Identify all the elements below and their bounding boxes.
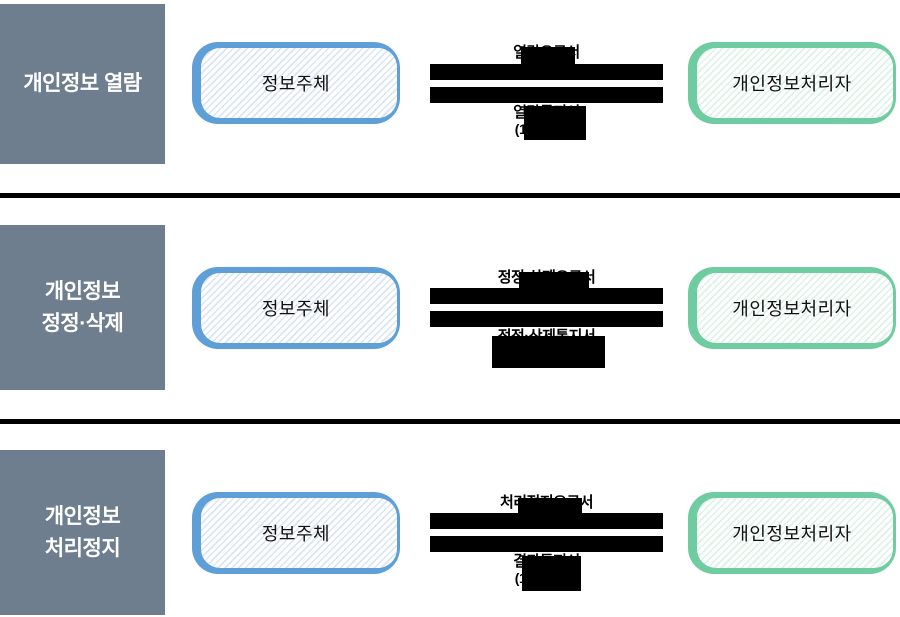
processor-box: 개인정보처리자 xyxy=(688,42,896,124)
processor-box: 개인정보처리자 xyxy=(688,267,896,349)
data-subject-box: 정보주체 xyxy=(192,267,400,349)
data-subject-box: 정보주체 xyxy=(192,492,400,574)
processor-label: 개인정보처리자 xyxy=(732,74,852,94)
redaction-box xyxy=(518,498,582,515)
row-separator xyxy=(0,419,900,424)
response-arrow-bar xyxy=(430,87,663,103)
redaction-box xyxy=(524,106,586,140)
redaction-box xyxy=(521,47,575,66)
category-label-line1: 개인정보 열람 xyxy=(23,72,142,96)
hatch-fill xyxy=(697,498,893,568)
redaction-box xyxy=(492,336,605,368)
data-subject-label: 정보주체 xyxy=(261,299,331,319)
response-arrow-bar xyxy=(430,311,663,327)
hatch-fill xyxy=(697,48,893,118)
category-label-line2: 처리정지 xyxy=(44,536,121,560)
category-label-line2: 정정·삭제 xyxy=(41,311,124,335)
hatch-fill xyxy=(201,498,397,568)
hatch-fill xyxy=(201,48,397,118)
data-subject-label: 정보주체 xyxy=(261,74,331,94)
category-box-suspension: 개인정보 처리정지 xyxy=(0,450,165,615)
redaction-box xyxy=(519,272,589,291)
processor-label: 개인정보처리자 xyxy=(732,524,852,544)
request-arrow-bar xyxy=(430,513,663,529)
processor-label: 개인정보처리자 xyxy=(732,299,852,319)
request-arrow-bar xyxy=(430,288,663,304)
category-label-line1: 개인정보 xyxy=(44,505,121,528)
data-subject-label: 정보주체 xyxy=(261,524,331,544)
hatch-fill xyxy=(201,273,397,343)
category-box-access: 개인정보 열람 xyxy=(0,4,165,164)
request-arrow-bar xyxy=(430,64,663,80)
hatch-fill xyxy=(697,273,893,343)
category-label-line1: 개인정보 xyxy=(44,280,121,303)
data-subject-box: 정보주체 xyxy=(192,42,400,124)
category-box-correction: 개인정보 정정·삭제 xyxy=(0,225,165,390)
redaction-box xyxy=(522,556,581,591)
processor-box: 개인정보처리자 xyxy=(688,492,896,574)
row-separator xyxy=(0,193,900,198)
response-arrow-bar xyxy=(430,536,663,552)
